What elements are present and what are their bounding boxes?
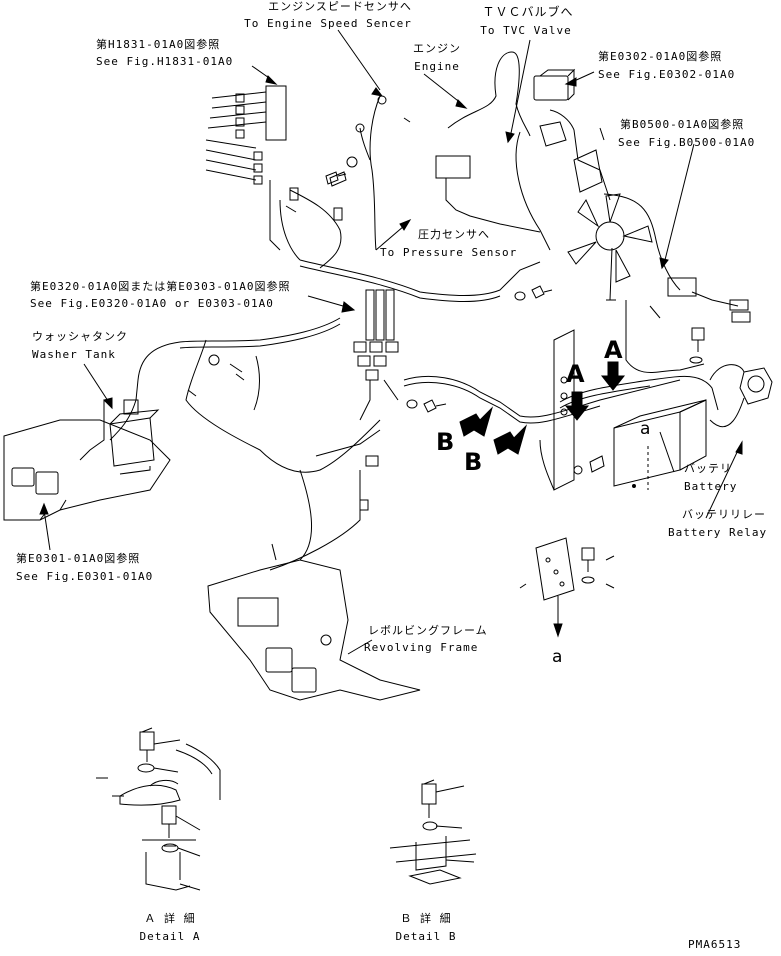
fig-e0302-en: See Fig.E0302-01A0	[598, 68, 736, 81]
bracket-a-view	[519, 537, 615, 638]
revolving-frame	[207, 469, 421, 701]
speed-sensor-harness	[289, 95, 411, 269]
leader-lines	[39, 29, 743, 655]
battery	[613, 399, 707, 490]
fig-e0320-jp: 第E0320-01A0図または第E0303-01A0図参照	[30, 280, 291, 293]
detail-a-en: Detail A	[139, 930, 201, 943]
bolts	[325, 171, 705, 413]
tvc-valve-area	[435, 68, 611, 251]
marker-a-bottom: a	[552, 647, 563, 667]
washer-tank	[109, 399, 160, 475]
misc-harness	[187, 199, 381, 571]
fig-b0500-jp: 第B0500-01A0図参照	[620, 118, 745, 131]
pressure-sensor-jp: 圧力センサへ	[418, 228, 490, 241]
battery-relay	[709, 364, 773, 428]
left-harness	[79, 317, 381, 473]
tvc-valve-en: To TVC Valve	[480, 24, 572, 37]
fig-e0301-en: See Fig.E0301-01A0	[16, 570, 154, 583]
fig-e0320-en: See Fig.E0320-01A0 or E0303-01A0	[30, 297, 274, 310]
engine-jp: エンジン	[413, 42, 461, 55]
battery-en: Battery	[684, 480, 738, 493]
revolving-frame-jp: レボルビングフレーム	[368, 624, 488, 637]
detail-a	[96, 727, 221, 891]
detail-a-jp: Ａ 詳 細	[144, 912, 196, 925]
fig-e0301-jp: 第E0301-01A0図参照	[16, 552, 141, 565]
engine-en: Engine	[414, 60, 460, 73]
fig-h1831-jp: 第H1831-01A0図参照	[96, 38, 221, 51]
detail-b-en: Detail B	[395, 930, 457, 943]
center-relay-block	[353, 289, 399, 421]
marker-a-upper: A	[604, 336, 623, 364]
engine-outline	[447, 51, 531, 137]
engine-speed-sensor-jp: エンジンスピードセンサへ	[268, 0, 412, 13]
detail-b-jp: Ｂ 詳 細	[400, 912, 452, 925]
arrow-a-left	[564, 391, 590, 421]
washer-tank-jp: ウォッシャタンク	[32, 330, 128, 343]
marker-b-right: B	[464, 448, 483, 476]
revolving-frame-en: Revolving Frame	[364, 641, 479, 654]
pressure-sensor-en: To Pressure Sensor	[380, 246, 518, 259]
marker-a-lower: A	[566, 360, 585, 388]
arrow-b-left	[459, 406, 494, 437]
engine-speed-sensor-en: To Engine Speed Sencer	[244, 17, 412, 30]
detail-b	[389, 779, 477, 885]
mounting-bracket	[539, 329, 605, 491]
arrow-a-right	[600, 361, 626, 391]
cooling-fan	[567, 193, 653, 301]
fig-e0302-jp: 第E0302-01A0図参照	[598, 50, 723, 63]
marker-b-left: B	[436, 428, 455, 456]
left-frame	[3, 419, 171, 521]
battery-jp: バッテリ	[684, 462, 732, 475]
washer-tank-en: Washer Tank	[32, 348, 116, 361]
marker-a-battery: a	[640, 419, 651, 439]
tvc-valve-jp: ＴＶＣバルブへ	[482, 5, 574, 19]
arrow-b-right	[493, 424, 528, 455]
battery-relay-jp: バッテリリレー	[682, 508, 766, 521]
fig-b0500-en: See Fig.B0500-01A0	[618, 136, 756, 149]
drawing-number: PMA6513	[688, 938, 742, 951]
right-harness	[603, 193, 751, 373]
fig-h1831-en: See Fig.H1831-01A0	[96, 55, 234, 68]
connector-block-h1831	[205, 85, 287, 251]
battery-relay-en: Battery Relay	[668, 526, 768, 539]
